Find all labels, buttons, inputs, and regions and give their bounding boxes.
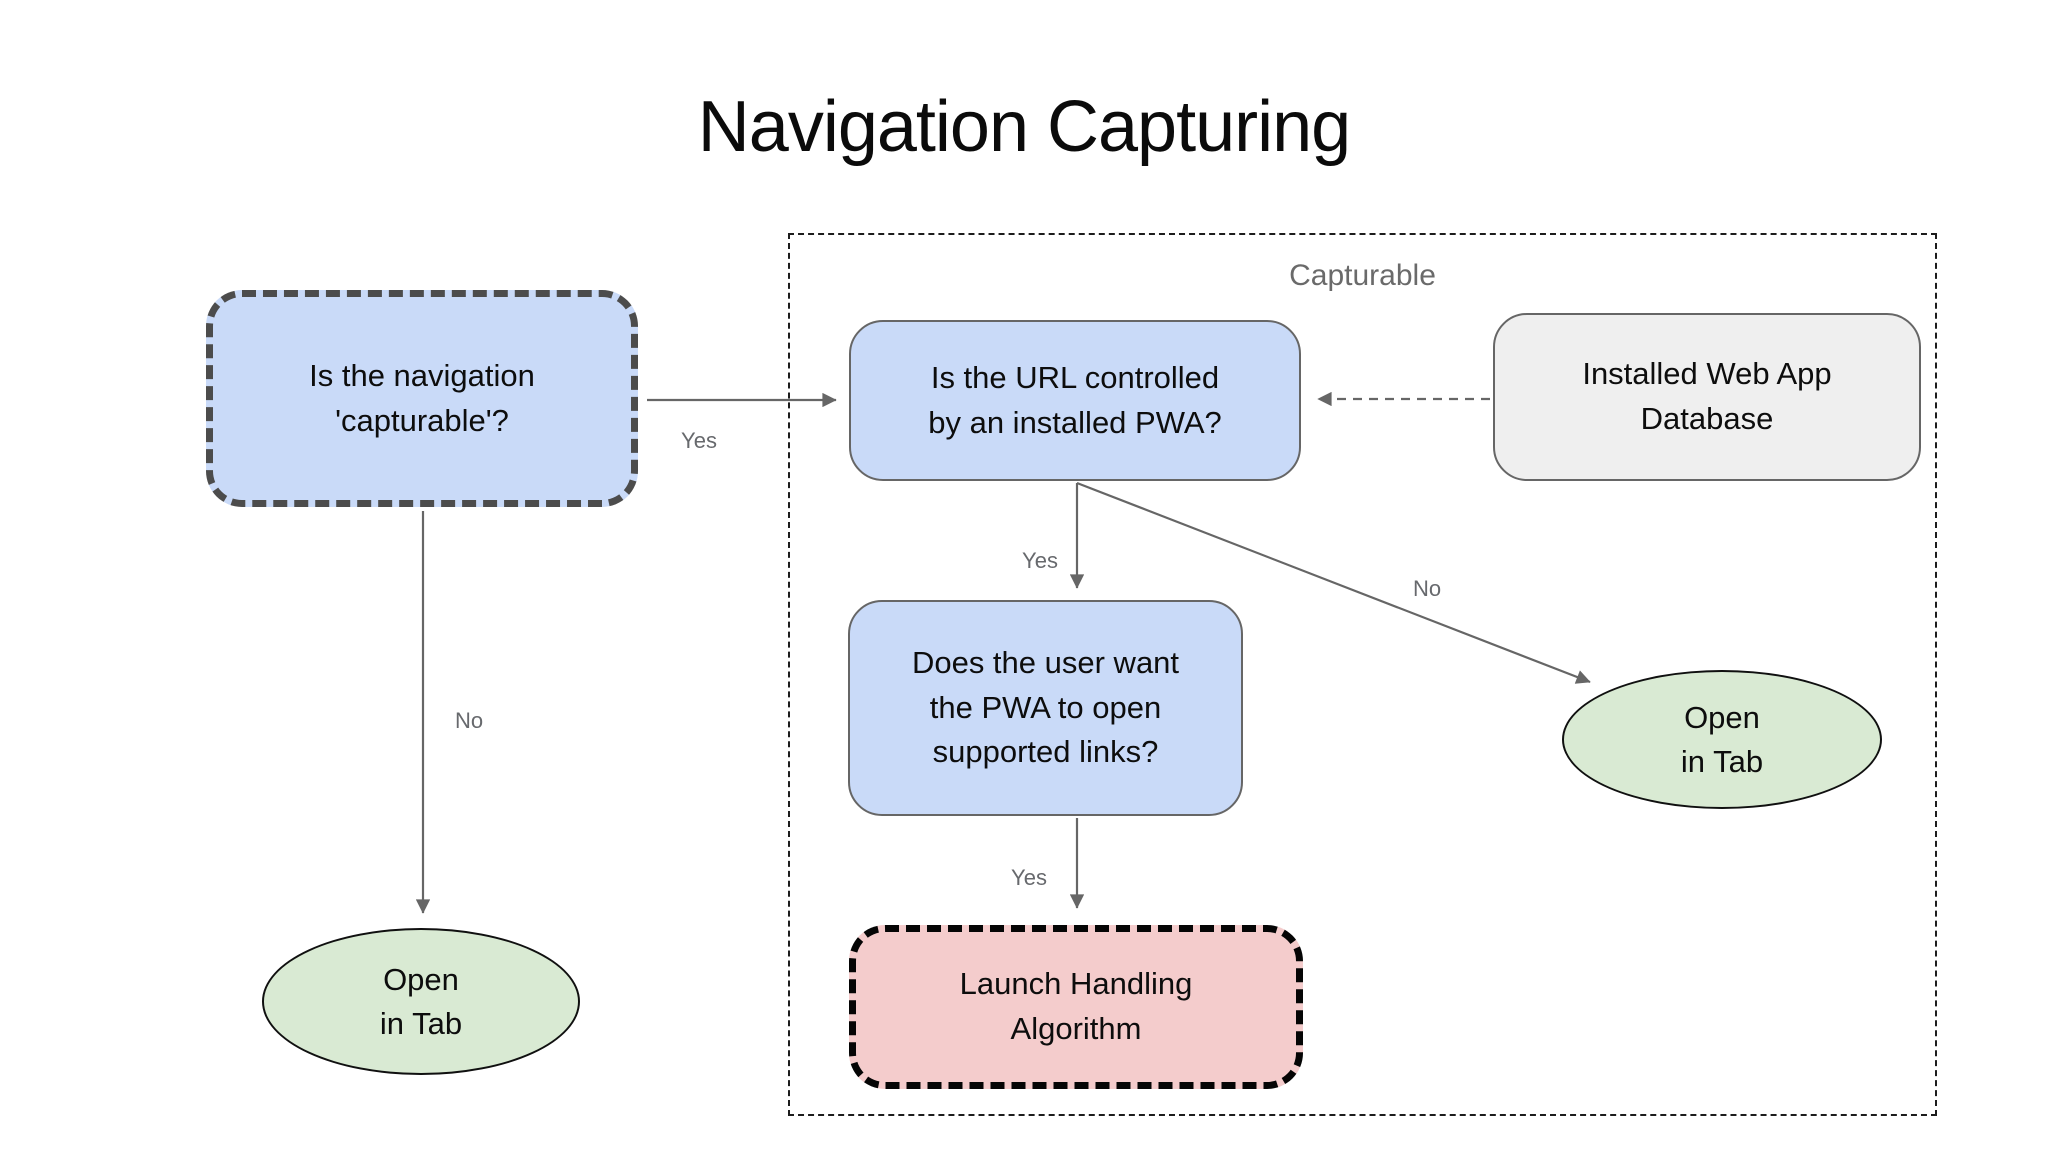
edge-label-url-no: No xyxy=(1412,576,1442,601)
diagram-title: Navigation Capturing xyxy=(697,87,1351,167)
edge-label-capturable-yes: Yes xyxy=(681,428,717,453)
capturable-group-label: Capturable xyxy=(1289,259,1436,292)
node-does-user-want-supported-links: Does the user want the PWA to open suppo… xyxy=(848,600,1243,816)
edge-label-user-yes: Yes xyxy=(1011,865,1047,890)
node-open-in-tab-right: Open in Tab xyxy=(1562,670,1882,809)
edge-label-url-yes: Yes xyxy=(1022,548,1058,573)
node-open-in-tab-left: Open in Tab xyxy=(262,928,580,1075)
node-installed-web-app-database: Installed Web App Database xyxy=(1493,313,1921,481)
node-is-url-controlled-by-pwa: Is the URL controlled by an installed PW… xyxy=(849,320,1301,481)
edge-label-capturable-no: No xyxy=(454,708,484,733)
capturable-group-box: Capturable xyxy=(788,233,1937,1116)
node-launch-handling-algorithm: Launch Handling Algorithm xyxy=(849,925,1303,1089)
edge-url-no-arrow xyxy=(1076,481,1591,684)
node-is-navigation-capturable: Is the navigation 'capturable'? xyxy=(206,290,638,507)
